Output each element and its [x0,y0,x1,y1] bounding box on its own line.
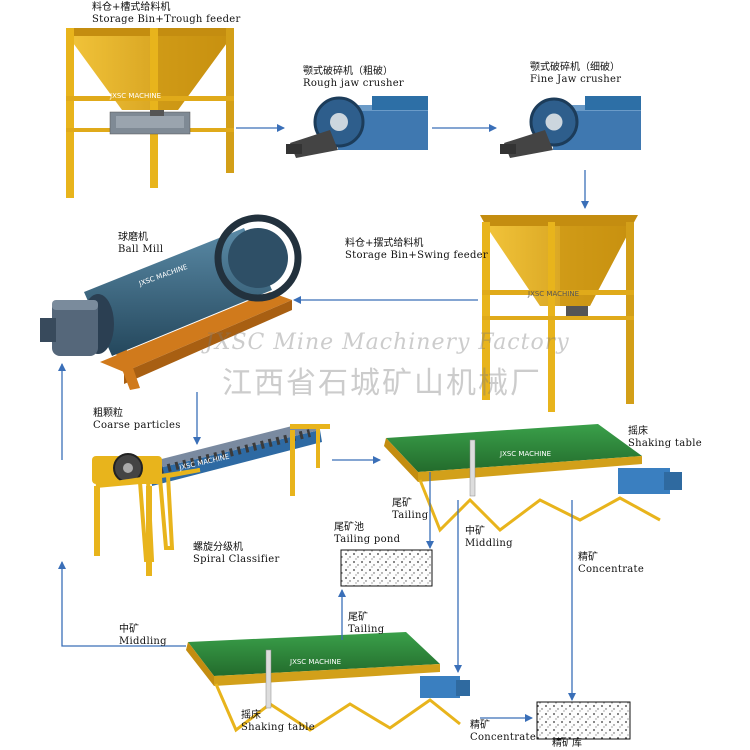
label-zh: 料仓+摆式给料机 [345,238,424,249]
label-spiral-classifier: 螺旋分级机 Spiral Classifier [193,542,280,566]
label-zh: 球磨机 [118,232,148,243]
storage-bin-swing-feeder [480,215,638,412]
label-tailing-pond: 尾矿池 Tailing pond [334,522,400,546]
label-zh: 摇床 [628,426,648,437]
label-zh: 精矿 [578,552,598,563]
label-zh: 摇床 [241,710,261,721]
label-concentrate-bottom: 精矿 Concentrate [470,720,536,744]
label-zh: 精矿 [470,720,490,731]
spiral-classifier [92,424,330,576]
label-en: Rough jaw crusher [303,78,405,89]
label-middling-top: 中矿 Middling [465,526,513,550]
label-ball-mill: 球磨机 Ball Mill [118,232,163,256]
fine-jaw-crusher [500,96,641,158]
label-shaking-table-bottom: 摇床 Shaking table [241,710,315,734]
label-zh: 中矿 [465,526,485,537]
label-zh: 料仓+槽式给料机 [92,2,171,13]
label-en: Tailing pond [334,534,401,545]
flow-arrows [58,124,589,722]
label-en: Shaking table [628,438,702,449]
label-tailing-top: 尾矿 Tailing [392,498,428,522]
brand-plate-6: JXSC MACHINE [289,658,341,666]
label-fine-jaw: 颚式破碎机（细破） Fine Jaw crusher [530,62,621,86]
storage-bin-trough-feeder [66,28,234,198]
brand-plate-1: JXSC MACHINE [109,92,161,100]
label-storage-bin-trough: 料仓+槽式给料机 Storage Bin+Trough feeder [92,2,241,26]
brand-plate-5: JXSC MACHINE [499,450,551,458]
label-concentrate-top: 精矿 Concentrate [578,552,644,576]
label-rough-jaw: 颚式破碎机（粗破） Rough jaw crusher [303,66,404,90]
label-en: Concentrate [470,732,537,743]
label-en: Tailing [392,510,429,521]
label-storage-bin-swing: 料仓+摆式给料机 Storage Bin+Swing feeder [345,238,488,262]
rough-jaw-crusher [286,96,428,158]
label-zh: 尾矿池 [334,522,364,533]
label-zh: 尾矿 [348,612,368,623]
label-en: Ball Mill [118,244,164,255]
label-en: Middling [119,636,167,647]
concentrate-store-box [536,701,631,740]
watermark-english: JXSC Mine Machinery Factory [205,330,570,355]
label-zh: 粗颗粒 [93,408,123,419]
label-en: Storage Bin+Swing feeder [345,250,488,261]
label-zh: 颚式破碎机（细破） [530,62,620,73]
label-zh: 尾矿 [392,498,412,509]
shaking-table-bottom [186,632,470,733]
arrow-middling-return [58,561,186,647]
label-tailing-bottom: 尾矿 Tailing [348,612,384,636]
label-concentrate-store: 精矿库 [552,738,582,750]
label-en: Tailing [348,624,385,635]
label-en: Coarse particles [93,420,181,431]
label-zh: 精矿库 [552,738,582,749]
label-en: Concentrate [578,564,645,575]
label-shaking-table-top: 摇床 Shaking table [628,426,702,450]
label-zh: 螺旋分级机 [193,542,243,553]
ball-mill [40,214,302,390]
label-middling-left: 中矿 Middling [119,624,167,648]
label-coarse-particles: 粗颗粒 Coarse particles [93,408,181,432]
label-zh: 颚式破碎机（粗破） [303,66,393,77]
shaking-table-top [384,424,682,533]
label-en: Spiral Classifier [193,554,280,565]
label-en: Fine Jaw crusher [530,74,622,85]
watermark-chinese: 江西省石城矿山机械厂 [222,366,542,401]
label-en: Shaking table [241,722,315,733]
tailing-pond-box [340,549,433,587]
label-zh: 中矿 [119,624,139,635]
brand-plate-3: JXSC MACHINE [527,290,579,298]
label-en: Storage Bin+Trough feeder [92,14,241,25]
label-en: Middling [465,538,513,549]
